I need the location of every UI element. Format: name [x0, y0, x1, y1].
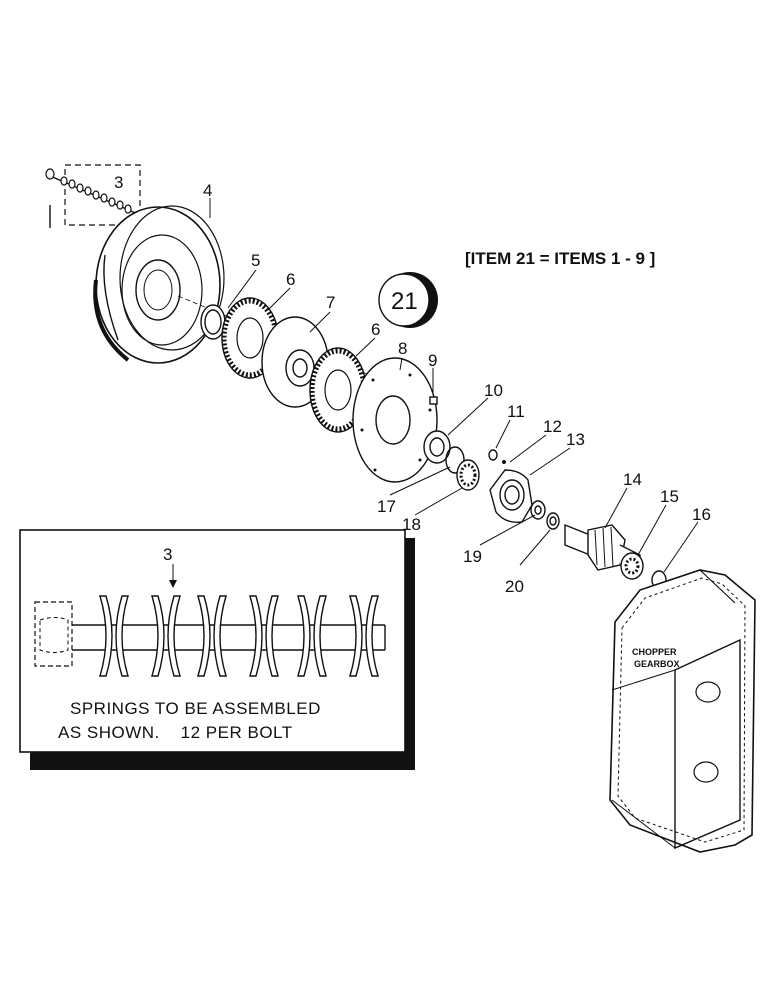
chopper-gearbox: CHOPPER GEARBOX: [609, 569, 756, 853]
callout-leaders: [209, 198, 699, 573]
inset-callout-3: 3: [163, 545, 172, 564]
callout-6b: 6: [371, 320, 380, 339]
bearing-part-15: [620, 552, 644, 580]
callout-18: 18: [402, 515, 421, 534]
ring-part-5: [200, 304, 226, 340]
callout-4: 4: [203, 181, 212, 200]
inset-text-line2: AS SHOWN. 12 PER BOLT: [58, 723, 293, 742]
nut-part-9: [429, 396, 438, 405]
callout-6a: 6: [286, 270, 295, 289]
washer-part-19: [530, 500, 546, 520]
callout-5: 5: [251, 251, 260, 270]
bearing-part-18: [456, 459, 480, 491]
callout-16: 16: [692, 505, 711, 524]
spring-washers: [99, 595, 379, 677]
springs-inset-box: 3 SPRINGS TO BE ASSEMBLED AS SHOWN. 12 P…: [19, 529, 415, 770]
callout-7: 7: [326, 293, 335, 312]
bearing-housing-part-13: [489, 469, 533, 523]
callout-13: 13: [566, 430, 585, 449]
callout-3: 3: [114, 173, 123, 192]
washer-part-20: [546, 512, 560, 530]
bolt-spring-assembly: [45, 164, 141, 228]
item-21-note: [ITEM 21 = ITEMS 1 - 9 ]: [465, 249, 655, 268]
callout-17: 17: [377, 497, 396, 516]
gearbox-label-line2: GEARBOX: [634, 659, 680, 669]
callout-8: 8: [398, 339, 407, 358]
callout-14: 14: [623, 470, 642, 489]
gearbox-label-line1: CHOPPER: [632, 647, 677, 657]
callout-15: 15: [660, 487, 679, 506]
callout-20: 20: [505, 577, 524, 596]
item-21-badge: 21: [378, 272, 438, 328]
snap-ring-part-17: [445, 446, 465, 474]
callout-9: 9: [428, 351, 437, 370]
callout-11: 11: [507, 402, 525, 421]
washer-part-12: [502, 460, 506, 464]
badge-label: 21: [391, 288, 418, 315]
small-bolt-part-11: [488, 449, 498, 461]
pressure-plate-part-8: [352, 357, 438, 483]
seal-part-10: [423, 430, 451, 464]
flywheel-part: [93, 205, 431, 401]
callout-19: 19: [463, 547, 482, 566]
inset-text-line1: SPRINGS TO BE ASSEMBLED: [70, 699, 321, 718]
callout-12: 12: [543, 417, 562, 436]
callout-10: 10: [484, 381, 503, 400]
